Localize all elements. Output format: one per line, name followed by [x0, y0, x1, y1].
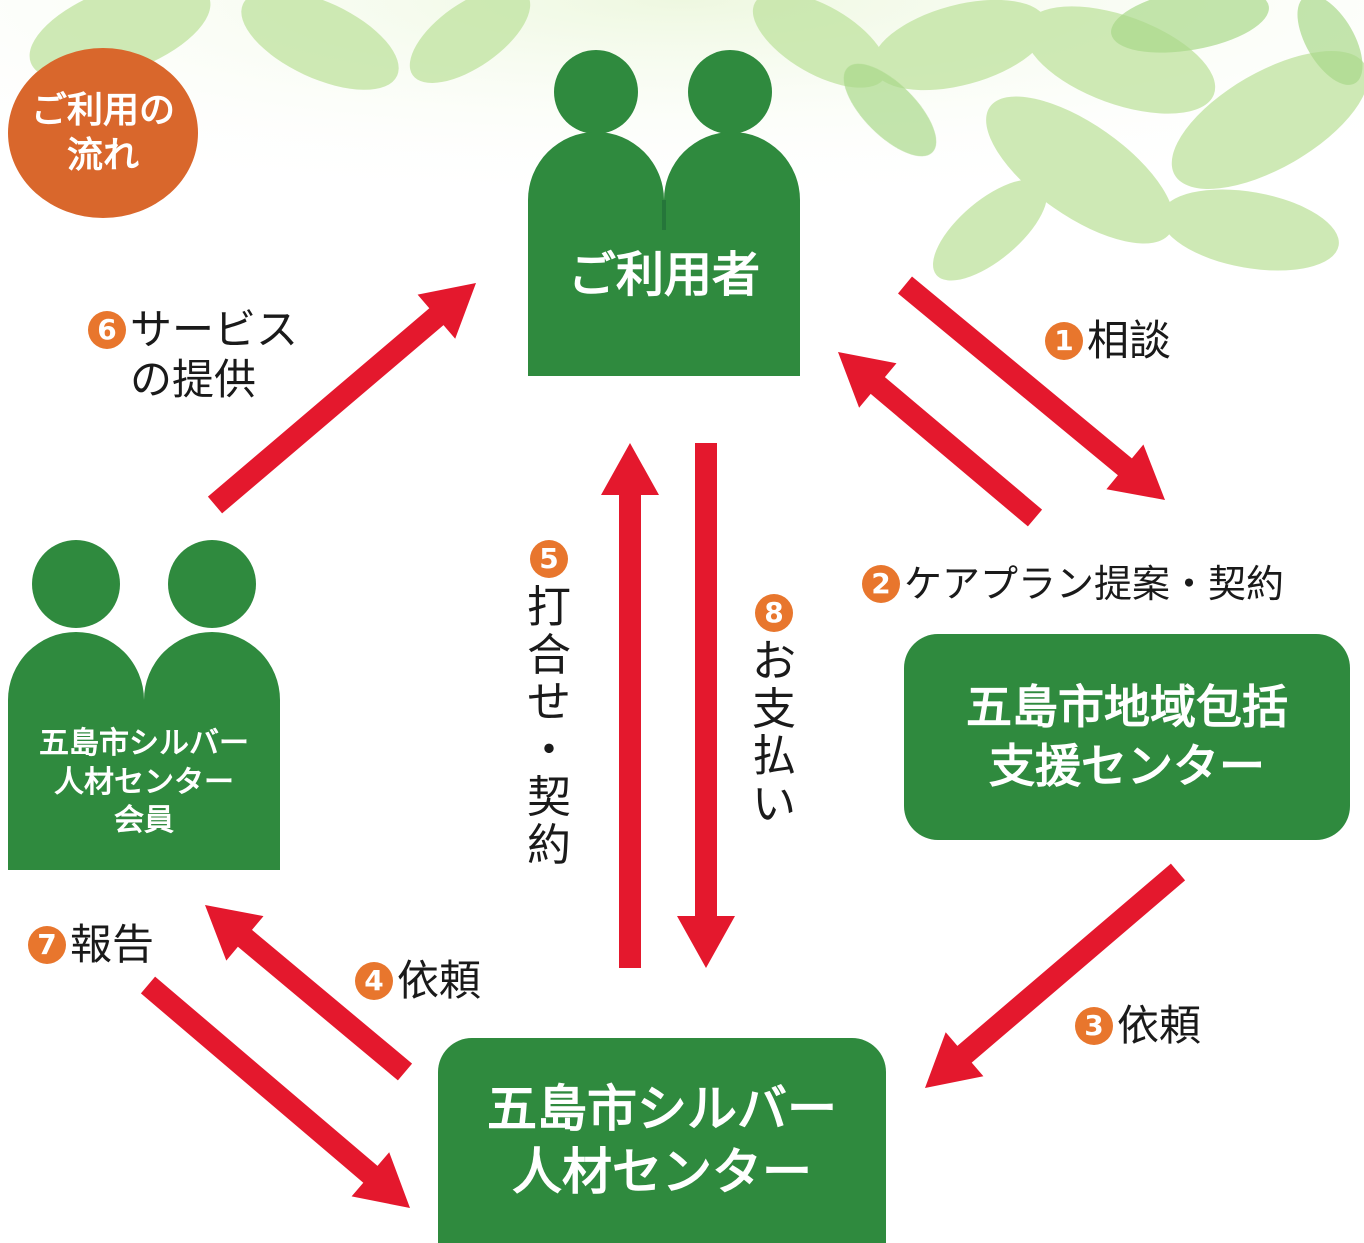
arrow-step-2 — [838, 352, 1043, 527]
arrow-step-7 — [140, 976, 410, 1208]
member-node: 五島市シルバー 人材センター 会員 — [8, 540, 280, 870]
step-text: 打合せ・契約 — [527, 584, 571, 869]
vertical-glyph: 約 — [527, 819, 571, 871]
vertical-glyph: 払 — [752, 731, 796, 783]
step-1-label: 1 相談 — [1045, 320, 1171, 362]
step-number: 1 — [1045, 322, 1083, 360]
step-7-label: 7 報告 — [28, 924, 154, 966]
arrow-group — [140, 276, 1186, 1208]
step-3-label: 3 依頼 — [1075, 1005, 1201, 1047]
vertical-glyph: 契 — [527, 772, 571, 824]
step-4-label: 4 依頼 — [355, 960, 481, 1002]
step-number: 2 — [862, 565, 900, 603]
vertical-glyph: 支 — [752, 683, 796, 735]
step-number: 4 — [355, 962, 393, 1000]
arrow-step-6 — [207, 283, 476, 514]
step-number: 6 — [88, 311, 126, 349]
vertical-glyph: 打 — [527, 582, 571, 633]
arrow-step-3 — [925, 863, 1186, 1088]
vertical-glyph: 合 — [527, 629, 571, 681]
vertical-glyph: せ — [527, 677, 571, 729]
step-number: 8 — [755, 594, 793, 632]
step-number: 5 — [530, 540, 568, 578]
step-2-label: 2 ケアプラン提案・契約 — [862, 565, 1284, 603]
vertical-glyph: お — [752, 636, 796, 687]
user-label: ご利用者 — [567, 247, 760, 303]
step-text: サービス の提供 — [130, 305, 299, 404]
step-8-label: 8 お支払い — [745, 594, 803, 828]
vertical-glyph: ・ — [527, 724, 571, 776]
step-number: 7 — [28, 926, 66, 964]
step-number: 3 — [1075, 1007, 1113, 1045]
arrow-step-5 — [601, 443, 659, 968]
people-icon — [8, 540, 280, 870]
people-icon — [528, 50, 800, 376]
step-text: 依頼 — [1117, 1001, 1202, 1050]
step-text: ケアプラン提案・契約 — [904, 562, 1285, 606]
user-node: ご利用者 — [528, 50, 800, 376]
leaf-decoration — [29, 0, 1364, 281]
arrow-step-8 — [677, 443, 735, 968]
step-text: 報告 — [70, 920, 155, 969]
flow-badge: ご利用の 流れ — [8, 48, 198, 218]
step-text: 相談 — [1087, 316, 1172, 365]
silver-center-node: 五島市シルバー 人材センター — [438, 1038, 886, 1243]
step-5-label: 5 打合せ・契約 — [520, 540, 578, 869]
support-center-node: 五島市地域包括 支援センター — [904, 634, 1350, 840]
step-6-label: 6 サービス の提供 — [88, 305, 298, 404]
arrow-step-4 — [205, 905, 413, 1081]
member-label: 五島市シルバー 人材センター 会員 — [39, 726, 249, 839]
step-text: お支払い — [752, 638, 796, 828]
arrow-step-1 — [898, 276, 1165, 500]
step-text: 依頼 — [397, 956, 482, 1005]
vertical-glyph: い — [752, 778, 796, 830]
